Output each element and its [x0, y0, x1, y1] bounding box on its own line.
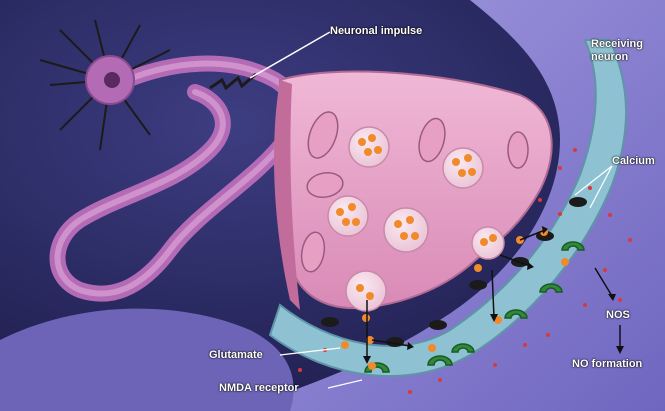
label-nmda-receptor: NMDA receptor — [219, 382, 299, 394]
label-nos: NOS — [606, 309, 630, 321]
label-receiving-line1: Receiving — [591, 38, 643, 50]
label-calcium: Calcium — [612, 155, 655, 167]
label-neuronal-impulse: Neuronal impulse — [330, 25, 422, 37]
label-receiving-line2: neuron — [591, 51, 628, 63]
label-no-formation: NO formation — [572, 358, 642, 370]
label-glutamate: Glutamate — [209, 349, 263, 361]
